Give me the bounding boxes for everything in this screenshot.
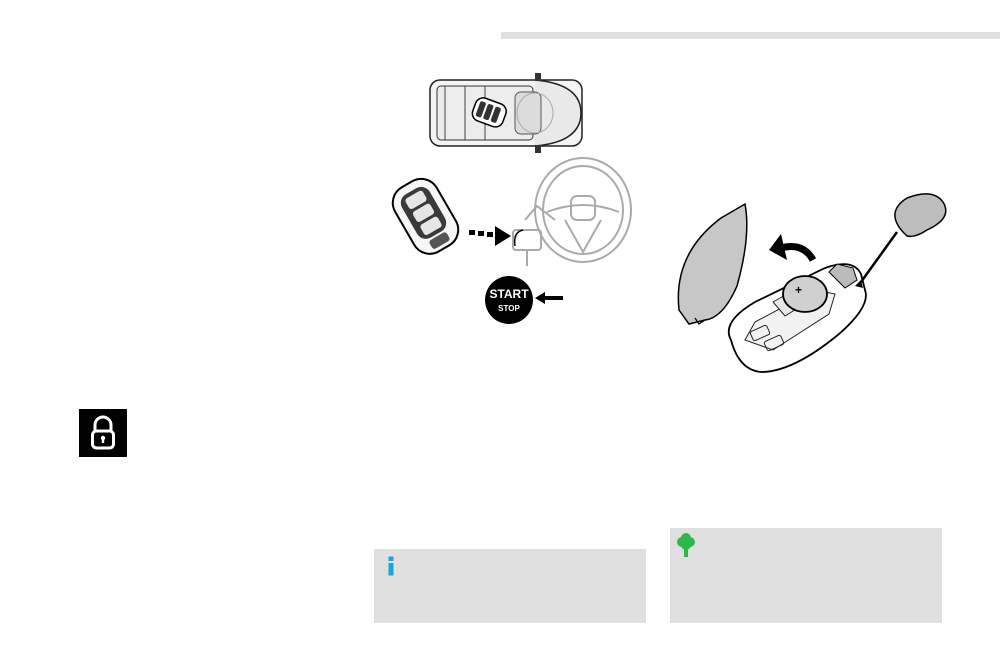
eco-note-panel (670, 528, 942, 623)
keyless-start-illustration: START STOP (391, 73, 632, 324)
svg-text:+: + (795, 283, 802, 297)
battery-replacement-illustration: + (677, 193, 947, 373)
info-note-panel (374, 549, 646, 623)
stop-label: STOP (498, 304, 520, 313)
info-icon (388, 556, 394, 576)
start-label: START (489, 287, 529, 301)
fob-body-open: + (727, 263, 867, 373)
steering-wheel (512, 157, 632, 266)
dashed-arrow (469, 226, 511, 246)
coin-battery (782, 275, 828, 313)
start-stop-button: START STOP (485, 276, 563, 324)
padlock-icon (91, 415, 115, 450)
fob-cover (677, 202, 748, 325)
tree-icon (677, 533, 695, 557)
curved-arrow (769, 234, 817, 262)
van-top-view (429, 73, 583, 153)
lock-tile (79, 409, 127, 457)
key-fob (391, 177, 460, 255)
screwdriver (855, 193, 947, 288)
header-rule (501, 32, 1000, 39)
